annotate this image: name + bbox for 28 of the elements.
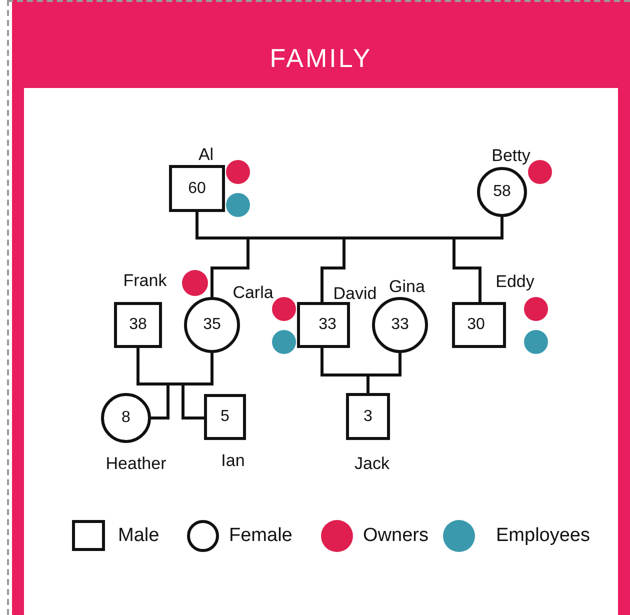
age-label: 38 [129, 316, 147, 334]
legend-label: Owners [363, 525, 428, 547]
legend-label: Employees [496, 525, 590, 547]
person-name: Carla [232, 283, 274, 303]
person-name: Al [198, 145, 214, 165]
age-label: 33 [391, 316, 409, 334]
person-name: Frank [123, 271, 167, 291]
person-name: Betty [492, 146, 530, 166]
age-label: 8 [122, 409, 130, 427]
age-label: 30 [467, 316, 485, 334]
person-name: Jack [354, 454, 390, 474]
person-name: Gina [389, 277, 425, 297]
age-label: 33 [318, 316, 336, 334]
header-title: FAMILY [268, 42, 374, 74]
legend-label: Female [229, 525, 292, 547]
family-line [320, 346, 402, 394]
person-name: Eddy [496, 272, 534, 292]
legend-label: Male [118, 525, 160, 547]
age-label: 60 [188, 180, 206, 198]
family-line [136, 346, 214, 420]
person-name: Ian [221, 451, 245, 471]
person-name: David [333, 284, 377, 304]
age-label: 35 [203, 316, 221, 334]
age-label: 5 [220, 408, 230, 426]
age-label: 58 [493, 183, 511, 201]
age-label: 3 [364, 408, 372, 426]
family-line [196, 210, 504, 304]
person-name: Heather [106, 454, 166, 474]
